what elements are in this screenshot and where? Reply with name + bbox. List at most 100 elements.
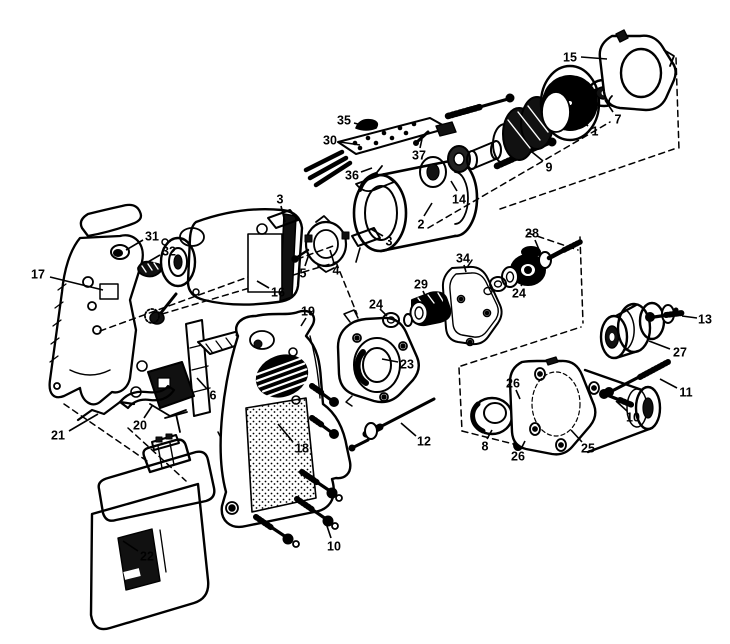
- part-callout-label: 24: [512, 287, 526, 301]
- part-callout-label: 17: [31, 268, 45, 282]
- spring-drawing: [137, 260, 163, 278]
- part-callout-label: 3: [386, 235, 393, 249]
- part-callout-label: 25: [581, 442, 595, 456]
- part-callout-label: 13: [698, 313, 712, 327]
- callout-leader-line: [324, 519, 332, 539]
- callout-leader-line: [534, 239, 541, 253]
- callout-leader-line: [515, 389, 521, 400]
- pinion-gear-drawing: [403, 291, 452, 327]
- motor-drawing: [149, 208, 304, 325]
- part-callout-label: 6: [210, 389, 217, 403]
- callout-leader-line: [486, 429, 493, 440]
- part-callout-label: 24: [369, 298, 383, 312]
- part-callout-label: 7: [615, 113, 622, 127]
- callout-leader-line: [648, 340, 671, 350]
- callout-leader-line: [353, 122, 370, 128]
- part-callout-label: 35: [337, 114, 351, 128]
- part-callout-label: 26: [506, 377, 520, 391]
- part-callout-label: 22: [140, 550, 154, 564]
- part-callout-label: 14: [452, 193, 466, 207]
- part-callout-label: 21: [51, 429, 65, 443]
- part-callout-label: 37: [412, 149, 426, 163]
- part-callout-label: 30: [323, 134, 337, 148]
- brush-ring-drawing: [304, 215, 350, 273]
- callout-leader-line: [196, 377, 208, 390]
- pcb-module-drawing: [303, 117, 457, 188]
- callout-leader-line: [360, 167, 373, 173]
- part-callout-label: 4: [333, 264, 340, 278]
- callout-leader-line: [580, 56, 608, 60]
- part-callout-label: 20: [133, 419, 147, 433]
- part-callout-label: 27: [673, 346, 687, 360]
- part-callout-label: 10: [327, 540, 341, 554]
- callout-leader-line: [659, 378, 678, 389]
- callout-leader-line: [381, 358, 399, 363]
- part-callout-label: 26: [511, 450, 525, 464]
- callout-leader-line: [520, 440, 526, 450]
- bushing-drawing: [470, 396, 514, 436]
- gasket-drawing: [441, 259, 503, 347]
- pcb-screw-drawing: [413, 130, 430, 146]
- heat-sink-drawing: [355, 165, 395, 193]
- callout-leader-line: [280, 205, 286, 223]
- callout-leader-line: [49, 276, 104, 291]
- carbon-brush-right-drawing: [351, 227, 381, 263]
- callout-leader-line: [400, 422, 417, 437]
- callout-leader-line: [68, 413, 99, 432]
- part-callout-label: 9: [546, 161, 553, 175]
- wire-clip-drawing: [355, 118, 379, 131]
- part-callout-label: 5: [300, 267, 307, 281]
- part-callout-label: 2: [418, 218, 425, 232]
- part-callout-label: 18: [295, 442, 309, 456]
- mode-button-drawing: [110, 244, 130, 260]
- wire-clip-lower-drawing: [118, 384, 176, 410]
- callout-leader-line: [520, 277, 527, 287]
- motor-bolt-upper-drawing: [444, 93, 515, 120]
- part-callout-label: 10: [626, 411, 640, 425]
- callout-leader-line: [329, 249, 335, 264]
- callout-leader-line: [147, 254, 161, 263]
- top-right-screw-drawing: [645, 310, 685, 322]
- part-callout-label: 31: [145, 230, 159, 244]
- housing-screws-bottom-drawing: [253, 469, 343, 548]
- callout-leader-line: [256, 280, 270, 289]
- chuck-drawing: [599, 301, 679, 360]
- callout-leader-line: [572, 113, 589, 127]
- callout-leader-line: [423, 202, 433, 217]
- part-callout-label: 19: [301, 305, 315, 319]
- part-callout-label: 28: [525, 227, 539, 241]
- part-callout-label: 34: [456, 252, 470, 266]
- part-callout-label: 12: [417, 435, 431, 449]
- part-callout-label: 3: [277, 193, 284, 207]
- end-plate-drawing: [598, 29, 677, 112]
- left-housing-half-drawing: [48, 203, 144, 406]
- battery-pack-drawing: [89, 433, 216, 631]
- gear-plate-drawing: [336, 309, 420, 407]
- callout-leader-line: [300, 317, 307, 327]
- part-callout-label: 29: [414, 278, 428, 292]
- part-callout-label: 15: [563, 51, 577, 65]
- handle-housing-drawing: [219, 309, 352, 529]
- callout-leader-line: [379, 308, 388, 317]
- callout-leader-line: [615, 400, 628, 412]
- part-callout-label: 8: [482, 440, 489, 454]
- callout-leader-line: [370, 228, 384, 237]
- part-callout-label: 23: [400, 358, 414, 372]
- output-gear-shaft-drawing: [501, 239, 583, 288]
- part-callout-label: 16: [271, 286, 285, 300]
- part-callout-label: 1: [592, 125, 599, 139]
- callout-leader-line: [531, 151, 544, 162]
- part-callout-label: 32: [162, 245, 176, 259]
- thrust-washer-right-drawing: [483, 276, 507, 296]
- handle-screw-pair-drawing: [309, 383, 339, 439]
- gear-case-screw-drawing: [599, 389, 635, 408]
- callout-leader-line: [125, 239, 144, 251]
- callout-leader-line: [681, 315, 698, 319]
- washer-set-drawing: [419, 145, 471, 188]
- callout-leader-line: [463, 264, 467, 273]
- callout-leader-line: [122, 540, 139, 552]
- gear-case-drawing: [508, 356, 662, 456]
